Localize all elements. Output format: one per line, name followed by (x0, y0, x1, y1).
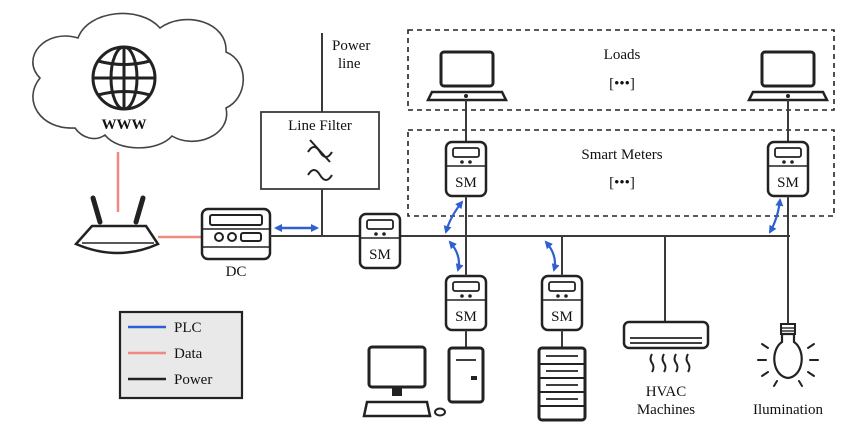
air-conditioner-icon (622, 320, 710, 373)
smart-meters-group (407, 129, 835, 217)
plc-link-meter-pc (448, 240, 464, 272)
loads-title: Loads (604, 47, 641, 63)
data-concentrator-icon (200, 207, 272, 261)
dc-label: DC (226, 264, 247, 280)
power-line-label-1: Power (332, 38, 370, 54)
server-rack-icon (537, 346, 587, 422)
plc-link-meter-server (544, 240, 560, 272)
filter-icon (307, 139, 333, 181)
laptop-icon (746, 50, 830, 102)
line-filter-label: Line Filter (288, 118, 352, 134)
www-label: WWW (102, 117, 147, 133)
smart-meter-icon (540, 274, 584, 332)
sm-label: SM (455, 309, 477, 325)
sm-label: SM (455, 175, 477, 191)
legend-label-data: Data (174, 346, 203, 362)
smart-meters-title: Smart Meters (581, 147, 662, 163)
power-line-label-2: line (338, 56, 361, 72)
smart-meter-icon (358, 212, 402, 270)
sm-label: SM (777, 175, 799, 191)
sm-label: SM (551, 309, 573, 325)
smart-meters-ellipsis: [•••] (609, 175, 635, 191)
router-icon (73, 195, 160, 255)
desktop-computer-icon (362, 345, 485, 418)
legend: PLC Data Power (118, 310, 244, 400)
sm-label: SM (369, 247, 391, 263)
legend-label-plc: PLC (174, 320, 202, 336)
legend-label-power: Power (174, 372, 212, 388)
illumination-label: Ilumination (753, 402, 823, 418)
plc-link-meter-top-right (769, 198, 784, 234)
plc-link-meter-top-left (443, 200, 464, 234)
loads-ellipsis: [•••] (609, 76, 635, 92)
globe-icon (91, 45, 157, 111)
light-bulb-icon (757, 323, 819, 387)
loads-group (407, 29, 835, 111)
hvac-label-2: Machines (637, 402, 695, 418)
laptop-icon (425, 50, 509, 102)
hvac-label-1: HVAC (646, 384, 687, 400)
